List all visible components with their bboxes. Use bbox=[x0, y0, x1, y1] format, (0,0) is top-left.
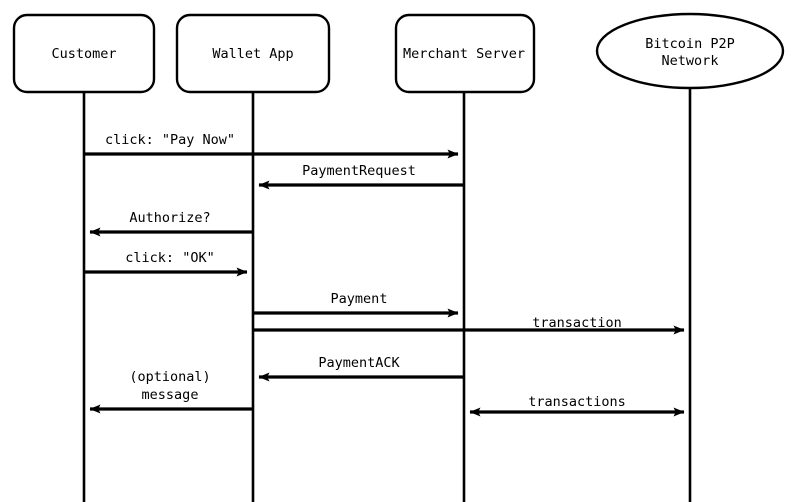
message-transaction-label: transaction bbox=[532, 315, 621, 331]
message-authorize-label: Authorize? bbox=[129, 210, 210, 226]
message-payment[interactable]: Payment bbox=[253, 291, 459, 318]
message-payment-ack[interactable]: PaymentACK bbox=[258, 355, 464, 382]
message-transaction[interactable]: transaction bbox=[253, 315, 685, 335]
participant-customer-label: Customer bbox=[51, 46, 116, 62]
message-payment-request-label: PaymentRequest bbox=[302, 163, 416, 179]
participant-customer[interactable]: Customer bbox=[12, 13, 156, 94]
message-optional-message-label-line2: message bbox=[142, 387, 199, 403]
message-transactions-label: transactions bbox=[528, 394, 626, 410]
participant-network-ellipse[interactable] bbox=[595, 12, 785, 90]
participant-merchant-label: Merchant Server bbox=[403, 46, 525, 62]
participant-customer-box[interactable] bbox=[12, 13, 156, 94]
message-transactions[interactable]: transactions bbox=[469, 394, 685, 417]
participant-merchant[interactable]: Merchant Server bbox=[394, 13, 536, 94]
message-authorize[interactable]: Authorize? bbox=[89, 210, 253, 237]
message-payment-label: Payment bbox=[331, 291, 388, 307]
participant-wallet[interactable]: Wallet App bbox=[175, 13, 331, 94]
message-click-ok-label: click: "OK" bbox=[125, 250, 214, 266]
message-payment-ack-label: PaymentACK bbox=[318, 355, 400, 371]
message-click-ok[interactable]: click: "OK" bbox=[84, 250, 248, 277]
participant-wallet-label: Wallet App bbox=[212, 46, 293, 62]
message-optional-message[interactable]: (optional) message bbox=[89, 369, 253, 414]
message-click-pay-now-label: click: "Pay Now" bbox=[105, 132, 235, 148]
participant-network[interactable]: Bitcoin P2P Network bbox=[595, 12, 785, 90]
lifelines-group bbox=[82, 88, 692, 502]
message-click-pay-now[interactable]: click: "Pay Now" bbox=[84, 132, 459, 159]
participant-merchant-box[interactable] bbox=[394, 13, 536, 94]
participant-network-label-line2: Network bbox=[662, 53, 719, 69]
message-optional-message-label-line1: (optional) bbox=[129, 369, 210, 385]
message-payment-request[interactable]: PaymentRequest bbox=[258, 163, 464, 190]
participant-wallet-box[interactable] bbox=[175, 13, 331, 94]
participant-network-label-line1: Bitcoin P2P bbox=[645, 36, 734, 52]
